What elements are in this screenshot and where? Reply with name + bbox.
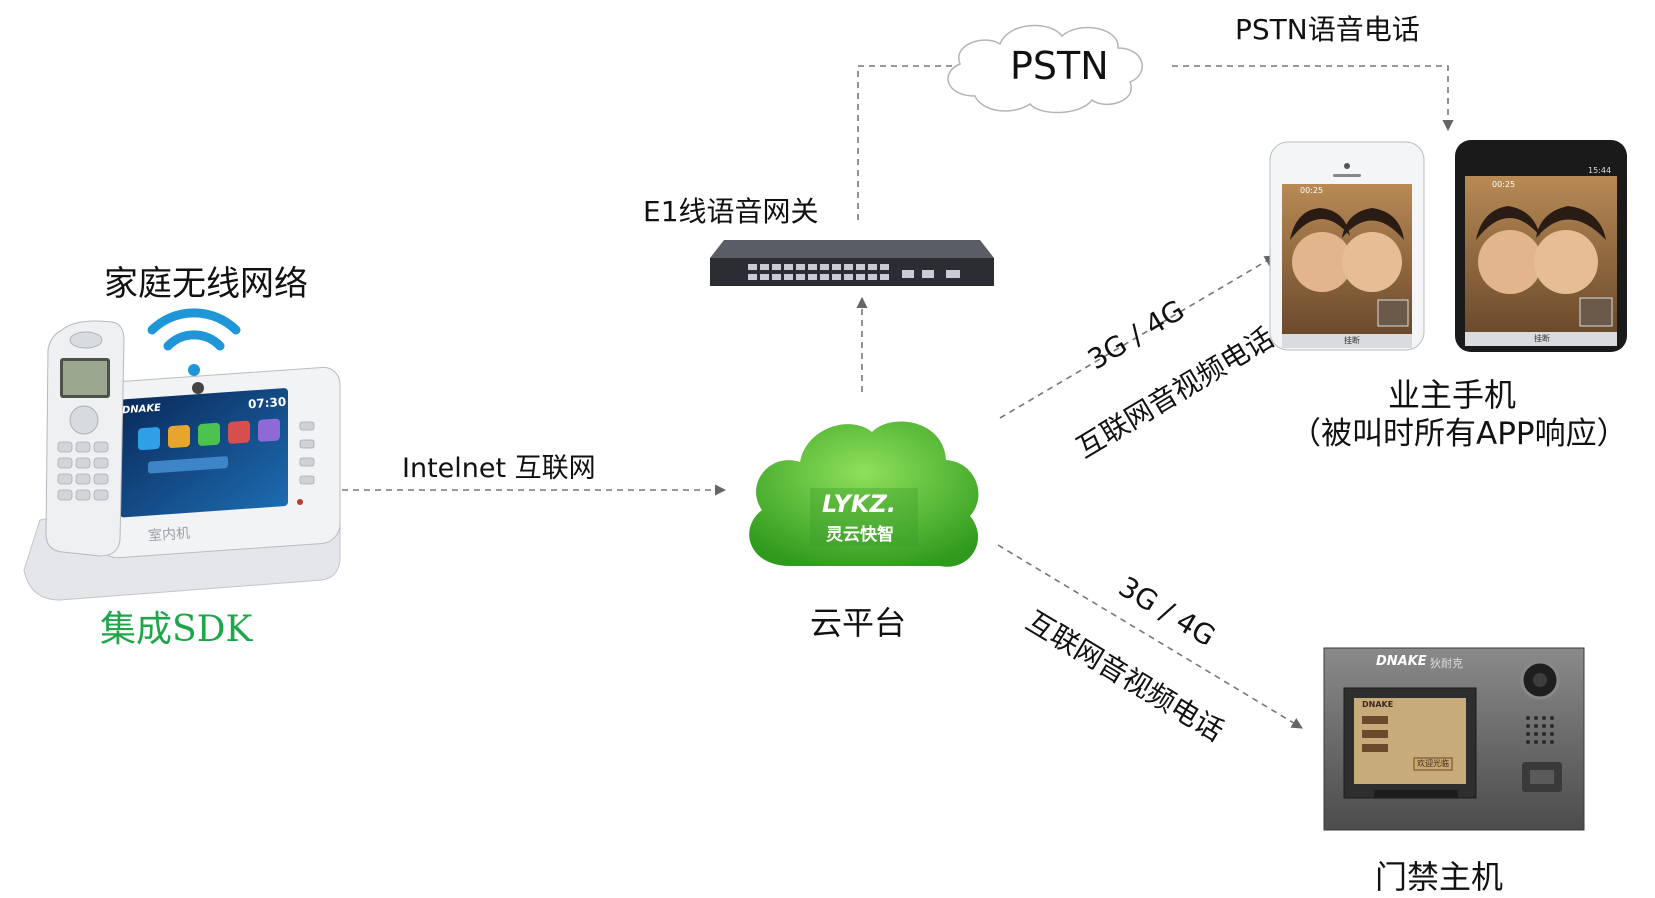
gateway-label: E1线语音网关 bbox=[643, 195, 819, 228]
door-screen-brand-text: DNAKE bbox=[1362, 700, 1394, 709]
cloud-brand-text: 灵云快智 bbox=[826, 525, 894, 545]
cloud-platform-icon bbox=[749, 421, 979, 567]
pstn-cloud bbox=[947, 24, 1143, 114]
indoor-monitor-device bbox=[23, 320, 341, 601]
line-gateway-to-pstn bbox=[857, 65, 955, 220]
pstn-label: PSTN bbox=[1010, 44, 1109, 88]
phone-status-time: 15:44 bbox=[1588, 166, 1612, 175]
door-brand-sub-text: 狄耐克 bbox=[1430, 657, 1463, 670]
internet-label: Intelnet 互联网 bbox=[402, 453, 596, 484]
connection-lines bbox=[320, 65, 1454, 729]
android-phone-device bbox=[1455, 140, 1627, 352]
arrow-cloud-to-door bbox=[997, 544, 1303, 729]
indoor-caption-text: 室内机 bbox=[147, 525, 191, 545]
door-station-device bbox=[1323, 647, 1585, 831]
arrow-cloud-to-phone bbox=[999, 255, 1276, 419]
phone-hangup-1: 挂断 bbox=[1344, 336, 1360, 345]
pstn-call-label: PSTN语音电话 bbox=[1235, 13, 1420, 46]
door-brand-text: DNAKE bbox=[1376, 654, 1427, 669]
iphone-device bbox=[1269, 141, 1425, 351]
door-station-label: 门禁主机 bbox=[1375, 858, 1504, 896]
indoor-time-text: 07:30 bbox=[247, 394, 287, 412]
cloud-platform-label: 云平台 bbox=[810, 604, 907, 642]
door-screen-caption-text: 欢迎光临 bbox=[1417, 759, 1449, 768]
wifi-icon bbox=[147, 308, 241, 376]
indoor-screen bbox=[120, 388, 288, 518]
owner-phone-label: 业主手机 bbox=[1388, 376, 1517, 414]
sdk-label: 集成SDK bbox=[100, 609, 253, 650]
voice-gateway-device bbox=[710, 240, 994, 286]
cloud-logo-text: LYKZ. bbox=[822, 490, 897, 518]
phone-hangup-2: 挂断 bbox=[1534, 334, 1550, 343]
owner-phone-note: （被叫时所有APP响应） bbox=[1290, 416, 1628, 452]
phone-call-time-1: 00:25 bbox=[1300, 186, 1324, 195]
home-wifi-label: 家庭无线网络 bbox=[104, 264, 308, 304]
arrow-pstn-to-phone bbox=[1172, 65, 1454, 132]
phone-call-time-2: 00:25 bbox=[1492, 180, 1516, 189]
